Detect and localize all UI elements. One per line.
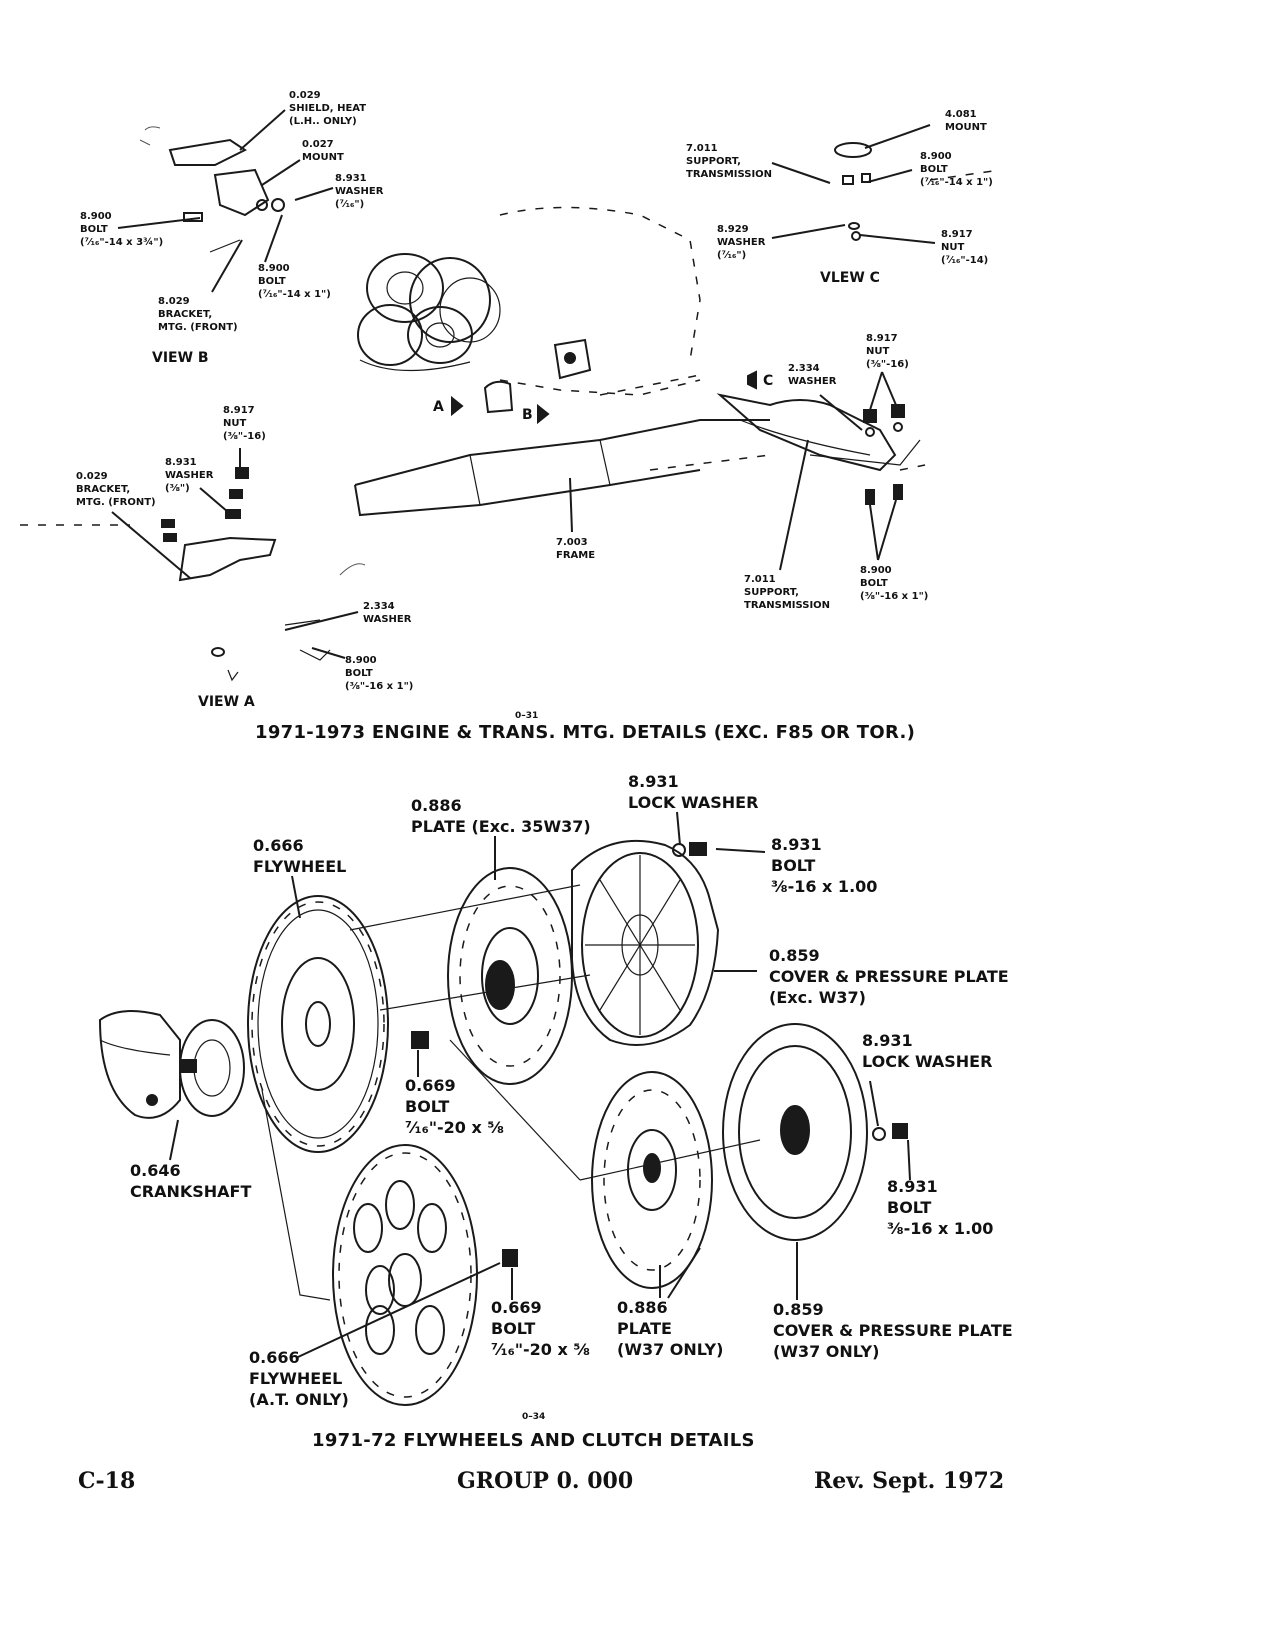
view-b-title: VIEW B — [152, 350, 209, 366]
label-bolt-b-long: 8.900 BOLT (⁷⁄₁₆"-14 x 3¾") — [80, 211, 164, 248]
label-plate-exc: 0.886 PLATE (Exc. 35W37) — [411, 796, 591, 836]
label-bolt-flexplate: 0.669 BOLT ⁷⁄₁₆"-20 x ⅝ — [491, 1298, 590, 1359]
label-frame: 7.003 FRAME — [556, 537, 596, 561]
plate-code-bottom: 0–34 — [522, 1412, 546, 1422]
view-b-parts — [139, 126, 285, 253]
engine-and-frame-drawing — [354, 169, 1001, 517]
label-support-transmission: 7.011 SUPPORT, TRANSMISSION — [744, 574, 831, 611]
label-bolt-b-short: 8.900 BOLT (⁷⁄₁₆"-14 x 1") — [258, 263, 331, 300]
label-bolt-right: 8.900 BOLT (⅜"-16 x 1") — [860, 565, 929, 602]
plate-code-top: 0–31 — [515, 711, 539, 721]
label-washer-a-top: 8.931 WASHER (⅜") — [165, 457, 214, 494]
footer-group: GROUP 0. 000 — [457, 1468, 634, 1494]
label-cover-exc: 0.859 COVER & PRESSURE PLATE (Exc. W37) — [769, 946, 1009, 1007]
bottom-figure-leader-lines — [169, 811, 911, 1358]
label-washer-c: 8.929 WASHER (⁷⁄₁₆") — [717, 224, 766, 261]
label-bolt-flywheel: 0.669 BOLT ⁷⁄₁₆"-20 x ⅝ — [405, 1076, 504, 1137]
label-lock-washer-top: 8.931 LOCK WASHER — [628, 772, 759, 812]
label-bolt-a: 8.900 BOLT (⅜"-16 x 1") — [345, 655, 414, 692]
caption-engine-trans-mounting: 1971-1973 ENGINE & TRANS. MTG. DETAILS (… — [255, 722, 916, 743]
label-washer-b: 8.931 WASHER (⁷⁄₁₆") — [335, 173, 384, 210]
label-bracket-b: 8.029 BRACKET, MTG. (FRONT) — [158, 296, 238, 333]
label-plate-w37: 0.886 PLATE (W37 ONLY) — [617, 1298, 724, 1359]
label-mount-c: 4.081 MOUNT — [945, 109, 987, 133]
label-bolt-c: 8.900 BOLT (⁷⁄₁₆"-14 x 1") — [920, 151, 993, 188]
direction-arrow-c: C — [763, 373, 774, 389]
flywheel-clutch-drawing — [98, 839, 908, 1406]
direction-arrow-b: B — [522, 407, 533, 423]
label-mount-b: 0.027 MOUNT — [302, 139, 344, 163]
view-a-title: VIEW A — [198, 694, 255, 710]
direction-arrow-a: A — [433, 399, 444, 415]
caption-flywheels-clutch: 1971-72 FLYWHEELS AND CLUTCH DETAILS — [312, 1430, 755, 1451]
view-a-parts — [161, 467, 366, 682]
label-nut-c: 8.917 NUT (⁷⁄₁₆"-14) — [941, 229, 989, 266]
label-flywheel: 0.666 FLYWHEEL — [253, 836, 347, 876]
label-support-c: 7.011 SUPPORT, TRANSMISSION — [686, 143, 773, 180]
label-crankshaft: 0.646 CRANKSHAFT — [130, 1161, 252, 1201]
label-shield-heat: 0.029 SHIELD, HEAT (L.H.. ONLY) — [289, 90, 367, 127]
label-nut-right: 8.917 NUT (⅜"-16) — [866, 333, 909, 370]
footer-page-number: C-18 — [78, 1468, 136, 1494]
label-cover-w37: 0.859 COVER & PRESSURE PLATE (W37 ONLY) — [773, 1300, 1013, 1361]
label-bolt-bottom: 8.931 BOLT ⅜-16 x 1.00 — [887, 1177, 994, 1238]
label-bracket-a: 0.029 BRACKET, MTG. (FRONT) — [76, 471, 156, 508]
label-flywheel-at: 0.666 FLYWHEEL (A.T. ONLY) — [249, 1348, 349, 1409]
view-c-title: VLEW C — [820, 270, 880, 286]
label-bolt-top: 8.931 BOLT ⅜-16 x 1.00 — [771, 835, 878, 896]
top-figure-leader-lines — [111, 109, 936, 659]
label-nut-a: 8.917 NUT (⅜"-16) — [223, 405, 266, 442]
label-lock-washer-bottom: 8.931 LOCK WASHER — [862, 1031, 993, 1071]
label-washer-a: 2.334 WASHER — [363, 601, 412, 625]
footer-revision: Rev. Sept. 1972 — [814, 1468, 1005, 1494]
label-washer-right: 2.334 WASHER — [788, 363, 837, 387]
